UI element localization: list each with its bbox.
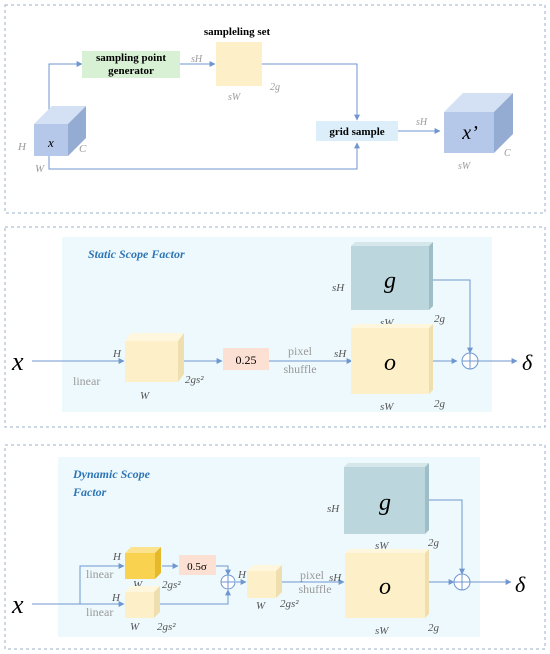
factor-box bbox=[223, 348, 269, 370]
output-dim-sh: sH bbox=[416, 117, 428, 128]
factor-label: 0.5σ bbox=[187, 561, 207, 573]
sampling-set-title: sampleling set bbox=[204, 26, 271, 38]
mid-cube bbox=[247, 565, 282, 598]
linear-dim-2gs2: 2gs² bbox=[185, 374, 204, 386]
top-dim-2gs2: 2gs² bbox=[162, 579, 181, 591]
g-dim-2g: 2g bbox=[434, 313, 446, 325]
g-cube bbox=[351, 242, 433, 310]
g-dim-2g: 2g bbox=[428, 537, 440, 549]
input-x-label: x bbox=[47, 135, 54, 150]
g-label: g bbox=[384, 268, 396, 294]
panel-c-title-line2: Factor bbox=[72, 485, 107, 499]
set-dim-sw: sW bbox=[228, 92, 242, 103]
generator-label-line1: sampling point bbox=[96, 52, 166, 64]
panel-c-title-line1: Dynamic Scope bbox=[72, 467, 151, 481]
linear-label: linear bbox=[73, 374, 100, 388]
top-linear-cube bbox=[125, 547, 161, 579]
sampling-set-box bbox=[216, 42, 262, 86]
panel-b-title: Static Scope Factor bbox=[88, 247, 185, 261]
o-dim-sh: sH bbox=[334, 348, 347, 360]
top-dim-w: W bbox=[133, 579, 143, 591]
arrow-g-to-sum bbox=[429, 279, 473, 354]
arrow-g-to-sum bbox=[426, 499, 465, 575]
output-dim-c: C bbox=[504, 148, 511, 159]
panel-c: Dynamic Scope Factor x linear linear bbox=[4, 444, 546, 650]
linear-dim-h: H bbox=[112, 348, 122, 360]
arrow-set-to-grid bbox=[262, 63, 360, 121]
grid-sample-box bbox=[316, 121, 398, 141]
bottom-linear-cube bbox=[125, 586, 160, 618]
generator-box bbox=[82, 51, 180, 78]
o-label: o bbox=[379, 574, 391, 600]
panel-a: x H W C sampling point generator samplel… bbox=[4, 4, 546, 214]
o-dim-sw: sW bbox=[380, 401, 394, 413]
output-x-prime-label: x’ bbox=[461, 122, 478, 144]
generator-label-line2: generator bbox=[108, 65, 154, 77]
input-cube bbox=[34, 106, 86, 156]
top-dim-h: H bbox=[112, 551, 122, 563]
o-dim-2g: 2g bbox=[428, 622, 440, 634]
output-delta-label: δ bbox=[522, 350, 533, 375]
arrow-bottom-to-sum bbox=[159, 589, 231, 605]
output-cube bbox=[444, 93, 513, 153]
input-dim-w: W bbox=[35, 163, 45, 175]
input-x-label: x bbox=[11, 347, 24, 376]
set-dim-2g: 2g bbox=[270, 82, 280, 93]
g-dim-sh: sH bbox=[327, 503, 340, 515]
sum-node-inner bbox=[220, 574, 236, 590]
o-cube bbox=[345, 549, 429, 618]
g-label: g bbox=[379, 490, 391, 516]
o-dim-2g: 2g bbox=[434, 398, 446, 410]
pixel-shuffle-line1: pixel bbox=[300, 568, 325, 582]
arrow-x-to-generator bbox=[48, 61, 83, 124]
grid-sample-label: grid sample bbox=[329, 126, 384, 138]
o-dim-sw: sW bbox=[375, 625, 389, 637]
linear-bottom-label: linear bbox=[86, 605, 113, 619]
factor-box bbox=[179, 555, 216, 575]
pixel-shuffle-line2: shuffle bbox=[283, 362, 316, 376]
sum-node bbox=[461, 352, 479, 370]
linear-top-label: linear bbox=[86, 567, 113, 581]
mid-dim-w: W bbox=[256, 600, 266, 612]
pixel-shuffle-line1: pixel bbox=[288, 344, 313, 358]
arrow-x-to-top-linear bbox=[79, 563, 125, 604]
output-delta-label: δ bbox=[515, 572, 526, 597]
o-dim-sh: sH bbox=[329, 572, 342, 584]
input-dim-h: H bbox=[17, 141, 27, 153]
input-x-label: x bbox=[11, 590, 24, 619]
o-label: o bbox=[384, 350, 396, 376]
mid-dim-h: H bbox=[237, 569, 247, 581]
bottom-dim-2gs2: 2gs² bbox=[157, 621, 176, 633]
linear-dim-w: W bbox=[140, 390, 150, 402]
arrow-x-to-grid bbox=[48, 142, 360, 170]
factor-label: 0.25 bbox=[236, 353, 257, 367]
pixel-shuffle-line2: shuffle bbox=[298, 582, 331, 596]
o-cube bbox=[351, 324, 433, 394]
bottom-dim-w: W bbox=[130, 621, 140, 633]
g-cube bbox=[344, 463, 429, 534]
bottom-dim-h: H bbox=[111, 592, 121, 604]
g-dim-sh: sH bbox=[332, 282, 345, 294]
sum-node-outer bbox=[453, 573, 471, 591]
panel-b: Static Scope Factor x linear H W 2gs² 0.… bbox=[4, 226, 546, 428]
set-dim-sh: sH bbox=[191, 54, 203, 65]
mid-dim-2gs2: 2gs² bbox=[280, 598, 299, 610]
input-dim-c: C bbox=[79, 143, 87, 155]
linear-output-cube bbox=[125, 333, 184, 382]
arrow-factor-to-sum bbox=[216, 565, 231, 576]
output-dim-sw: sW bbox=[458, 161, 472, 172]
